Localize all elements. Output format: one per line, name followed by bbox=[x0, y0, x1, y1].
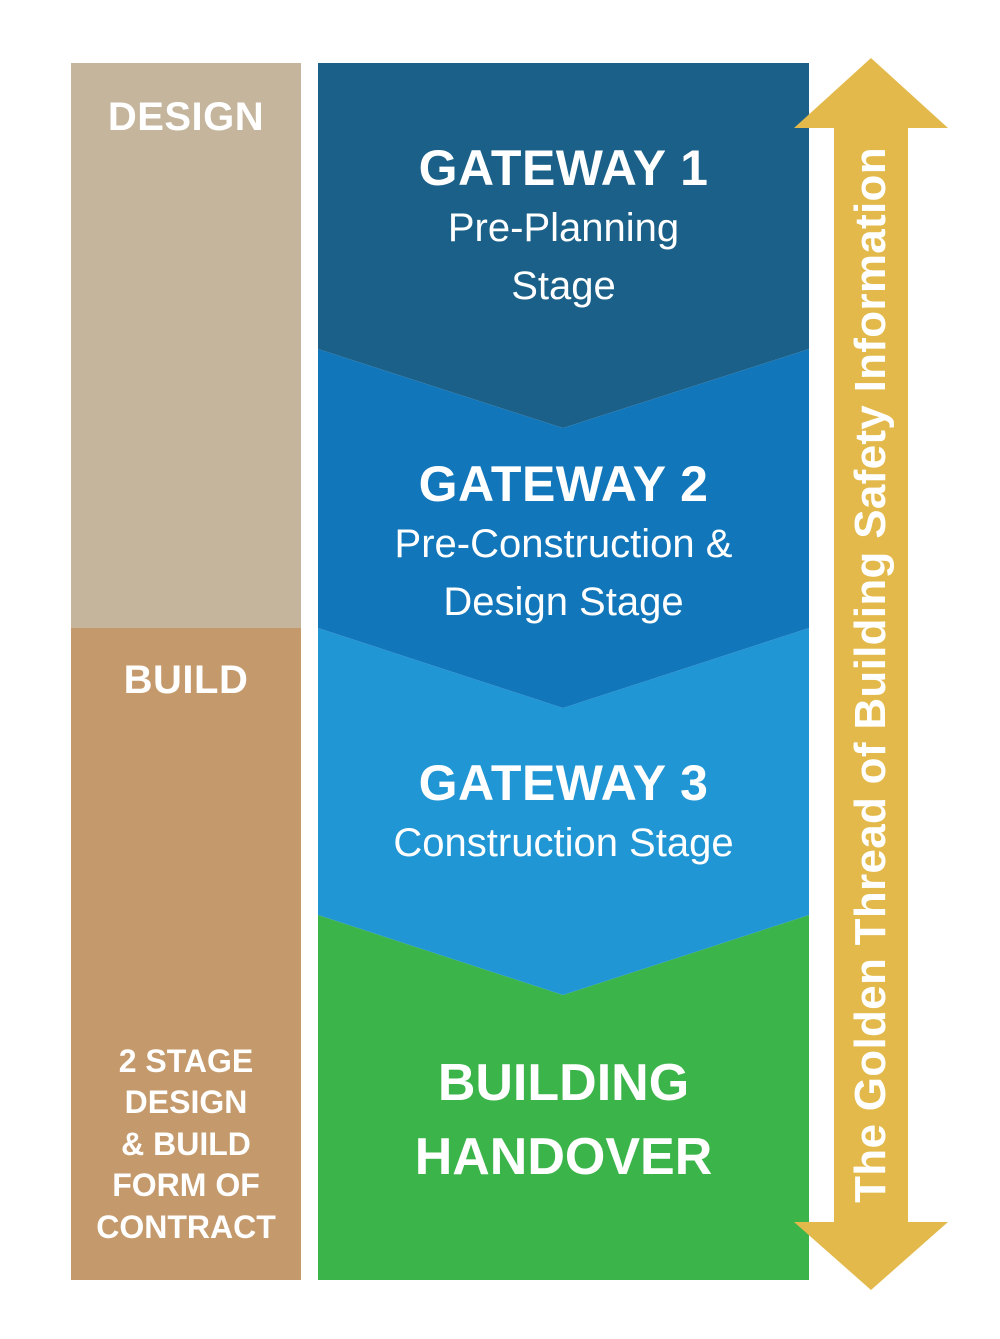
gateway-1-subtitle: Stage bbox=[511, 264, 616, 308]
contract-type-text: 2 STAGE DESIGN & BUILD FORM OF CONTRACT bbox=[71, 1041, 301, 1249]
build-phase-block: BUILD 2 STAGE DESIGN & BUILD FORM OF CON… bbox=[71, 628, 301, 1280]
gateway-1-label: GATEWAY 1 Pre-Planning Stage bbox=[318, 137, 809, 315]
gateway-1-subtitle: Pre-Planning bbox=[447, 206, 680, 250]
gateway-3-subtitle: Construction Stage bbox=[393, 821, 734, 865]
stage-handover-shape bbox=[318, 915, 809, 1280]
golden-thread-label: The Golden Thread of Building Safety Inf… bbox=[846, 147, 895, 1203]
gateway-2-subtitle: Pre-Construction & bbox=[394, 522, 733, 566]
gateway-3-label: GATEWAY 3 Construction Stage bbox=[318, 752, 809, 872]
handover-title: BUILDING bbox=[437, 1054, 690, 1112]
contract-line: 2 STAGE bbox=[118, 1042, 254, 1079]
gateway-2-label: GATEWAY 2 Pre-Construction & Design Stag… bbox=[318, 453, 809, 631]
contract-line: FORM OF bbox=[112, 1167, 260, 1203]
design-phase-block: DESIGN bbox=[71, 63, 301, 628]
double-arrow-icon bbox=[794, 58, 948, 1290]
handover-title: HANDOVER bbox=[414, 1128, 713, 1186]
building-handover-label: BUILDING HANDOVER bbox=[318, 1046, 809, 1194]
contract-line: DESIGN bbox=[124, 1084, 248, 1120]
design-label: DESIGN bbox=[107, 95, 265, 139]
stage-gateway-2-shape bbox=[318, 349, 809, 708]
gateway-3-title: GATEWAY 3 bbox=[418, 755, 709, 811]
gateway-2-subtitle: Design Stage bbox=[443, 580, 684, 624]
contract-line: & BUILD bbox=[121, 1125, 251, 1162]
gateway-1-title: GATEWAY 1 bbox=[418, 140, 709, 196]
contract-line: CONTRACT bbox=[96, 1208, 276, 1245]
stage-gateway-1-shape bbox=[318, 63, 809, 428]
stage-gateway-3-shape bbox=[318, 628, 809, 995]
gateway-2-title: GATEWAY 2 bbox=[418, 456, 709, 512]
build-label: BUILD bbox=[123, 658, 249, 702]
